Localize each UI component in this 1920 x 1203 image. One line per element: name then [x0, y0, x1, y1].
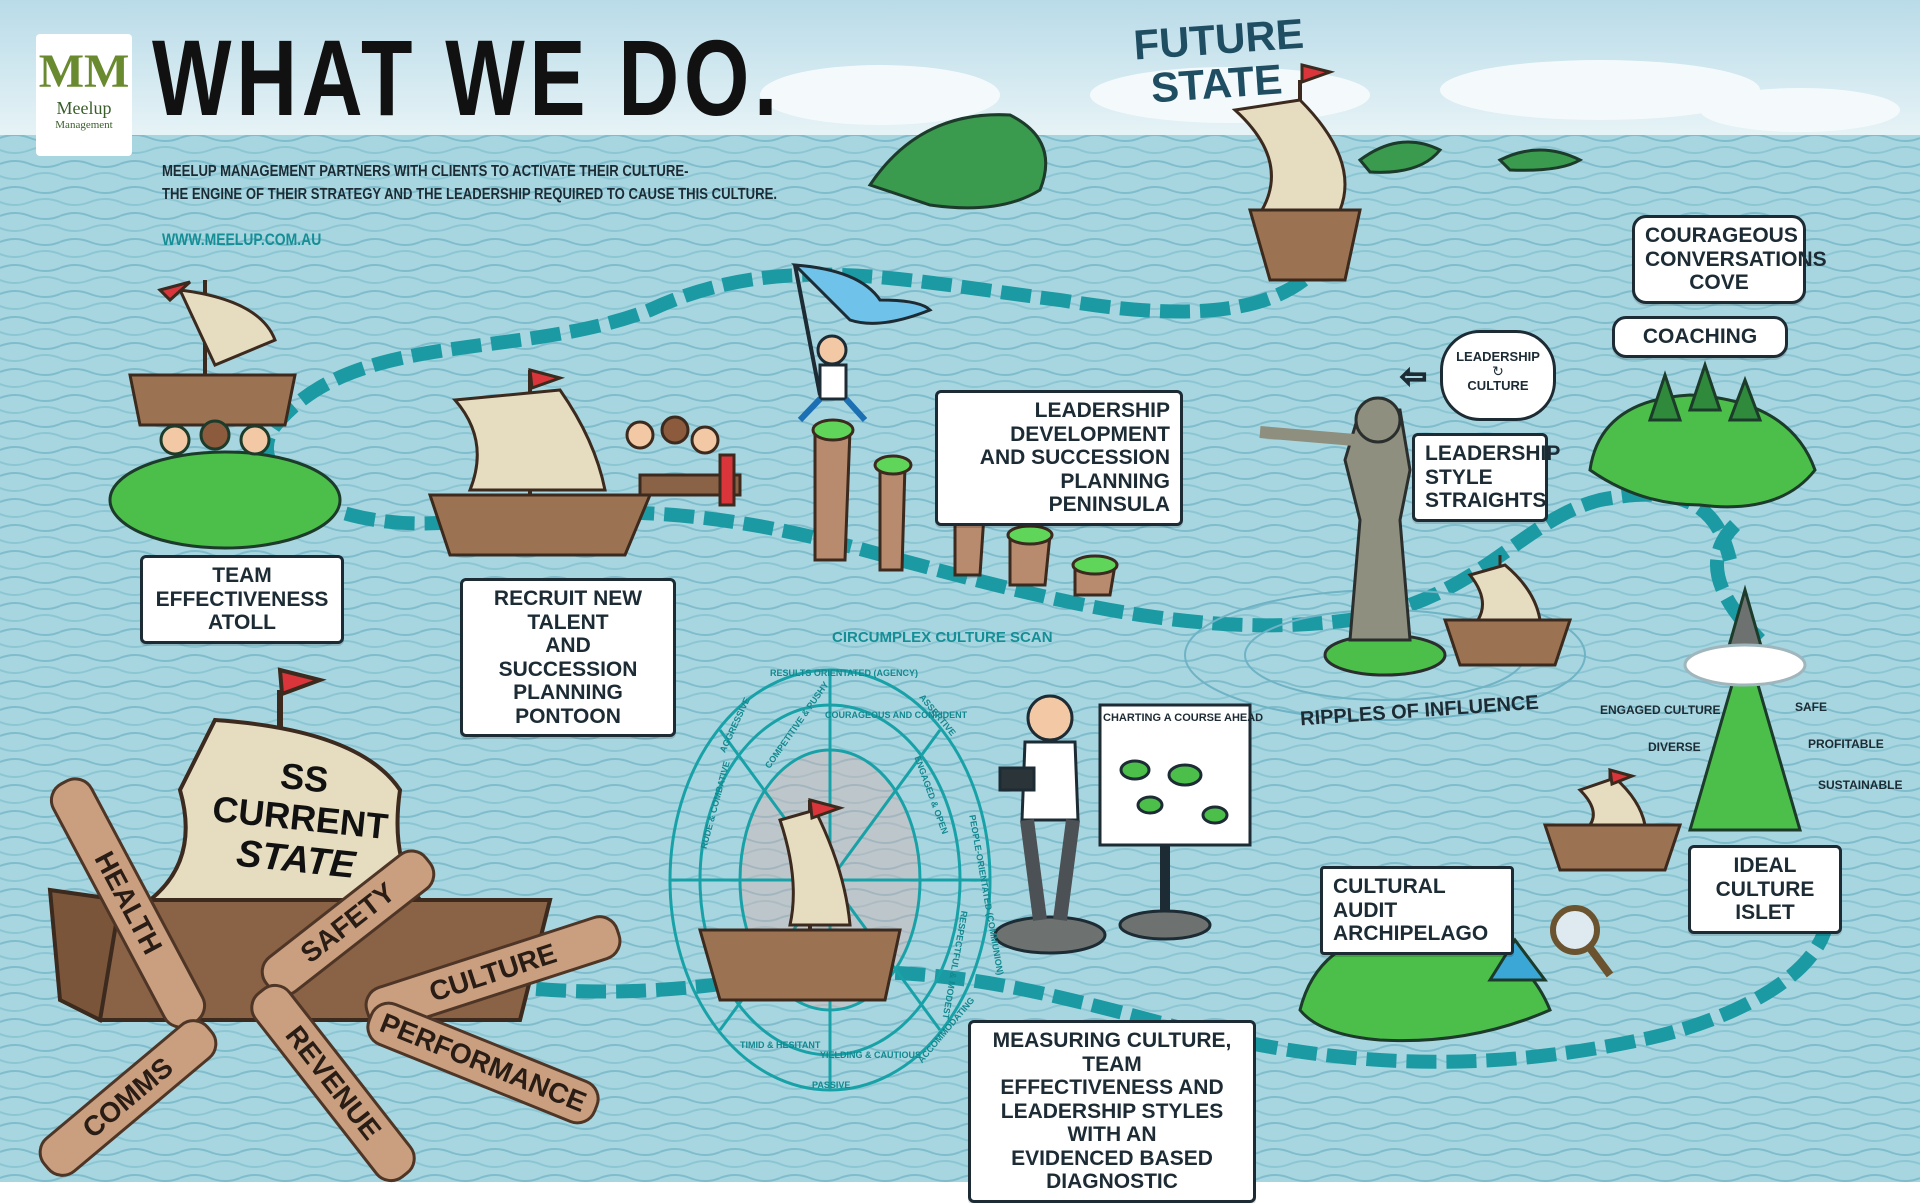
label-line: RECRUIT NEW TALENT	[493, 587, 643, 634]
label-line: AND SUCCESSION	[979, 446, 1170, 470]
wheel-word: PASSIVE	[812, 1080, 851, 1090]
left-arrow-icon: ⇦	[1399, 358, 1428, 394]
ideal-word-sustainable: SUSTAINABLE	[1818, 778, 1903, 792]
current-state-sail-text: SS CURRENT STATE	[194, 748, 406, 892]
label-line: EFFECTIVENESS AND	[1000, 1076, 1224, 1100]
leadership-development-label[interactable]: LEADERSHIP DEVELOPMENT AND SUCCESSION PL…	[935, 390, 1183, 526]
circumplex-label: CIRCUMPLEX CULTURE SCAN	[832, 629, 1053, 646]
coaching-label[interactable]: COACHING	[1612, 316, 1788, 358]
future-state-heading: FUTURE STATE	[1132, 10, 1305, 112]
courageous-label[interactable]: COURAGEOUS CONVERSATIONS COVE	[1632, 215, 1827, 304]
cultural-audit-label[interactable]: CULTURAL AUDIT ARCHIPELAGO	[1320, 866, 1514, 955]
label-line: TEAM EFFECTIVENESS	[155, 564, 329, 611]
ideal-culture-label[interactable]: IDEAL CULTURE ISLET	[1688, 845, 1842, 934]
page-title: WHAT WE DO.	[152, 17, 783, 138]
ideal-word-safe: SAFE	[1795, 700, 1828, 714]
label-line: CONVERSATIONS	[1645, 247, 1827, 271]
thought-cloud: LEADERSHIP ↻ CULTURE	[1440, 330, 1556, 421]
label-line: COURAGEOUS	[1645, 224, 1798, 247]
label-line: IDEAL CULTURE	[1715, 854, 1815, 901]
label-line: STYLE	[1425, 465, 1493, 489]
label-line: COACHING	[1642, 325, 1758, 348]
logo-mark: MM	[38, 45, 130, 98]
logo[interactable]: MM Meelup Management	[36, 34, 132, 156]
recruit-label[interactable]: RECRUIT NEW TALENT AND SUCCESSION PLANNI…	[460, 578, 676, 738]
wheel-word: TIMID & HESITANT	[740, 1040, 821, 1050]
ideal-word-profitable: PROFITABLE	[1808, 737, 1884, 751]
ideal-culture-islet	[1683, 584, 1807, 832]
small-ship-straits	[1442, 555, 1573, 667]
intro-line-1: MEELUP MANAGEMENT PARTNERS WITH CLIENTS …	[162, 163, 689, 180]
wheel-ship	[698, 797, 902, 1002]
leadership-style-label[interactable]: LEADERSHIP STYLE STRAIGHTS	[1412, 433, 1561, 522]
label-line: MEASURING CULTURE, TEAM	[992, 1029, 1232, 1076]
statue	[1184, 396, 1586, 721]
team-atoll	[108, 280, 342, 550]
intro-line-2: THE ENGINE OF THEIR STRATEGY AND THE LEA…	[162, 186, 777, 203]
refresh-arrows-icon: ↻	[1492, 363, 1504, 379]
wheel-word: RESULTS ORIENTATED (AGENCY)	[770, 668, 918, 678]
website-link[interactable]: WWW.MEELUP.COM.AU	[162, 230, 322, 249]
thought-bottom: CULTURE	[1467, 378, 1529, 393]
distant-islands	[867, 113, 1584, 210]
audit-island	[1298, 905, 1614, 1043]
label-line: LEADERSHIP STYLES WITH AN	[1000, 1099, 1224, 1147]
label-line: PLANNING PENINSULA	[1048, 469, 1170, 517]
wheel-word: YIELDING & CAUTIOUS	[820, 1050, 922, 1060]
wheel-word: COURAGEOUS AND CONFIDENT	[825, 710, 968, 720]
label-line: AND SUCCESSION	[498, 634, 638, 681]
cove-island	[1588, 360, 1817, 509]
label-line: ISLET	[1735, 901, 1795, 925]
label-line: CULTURAL AUDIT	[1333, 875, 1446, 922]
flag-runner	[791, 263, 933, 423]
label-line: LEADERSHIP	[1425, 442, 1561, 465]
label-line: COVE	[1689, 271, 1749, 295]
charting-sign	[1098, 703, 1252, 941]
thought-top: LEADERSHIP	[1456, 349, 1540, 364]
ideal-ship	[1542, 767, 1683, 872]
ideal-word-engaged: ENGAGED CULTURE	[1600, 703, 1721, 717]
logo-name: Meelup	[56, 98, 112, 118]
label-line: EVIDENCED BASED DIAGNOSTIC	[1011, 1146, 1213, 1194]
ideal-word-diverse: DIVERSE	[1648, 740, 1701, 754]
logo-sub: Management	[55, 119, 113, 131]
label-line: ATOLL	[207, 611, 277, 635]
label-line: PLANNING PONTOON	[513, 681, 623, 728]
recruit-ship	[427, 367, 742, 557]
label-line: LEADERSHIP DEVELOPMENT	[1010, 399, 1170, 446]
measuring-label[interactable]: MEASURING CULTURE, TEAM EFFECTIVENESS AN…	[968, 1020, 1256, 1203]
charting-label: CHARTING A COURSE AHEAD	[1103, 712, 1264, 724]
label-line: ARCHIPELAGO	[1333, 922, 1489, 946]
man-with-tablet	[993, 694, 1107, 955]
team-effectiveness-label[interactable]: TEAM EFFECTIVENESS ATOLL	[140, 555, 344, 644]
future-state-ship	[1231, 63, 1362, 282]
label-line: STRAIGHTS	[1425, 489, 1547, 513]
